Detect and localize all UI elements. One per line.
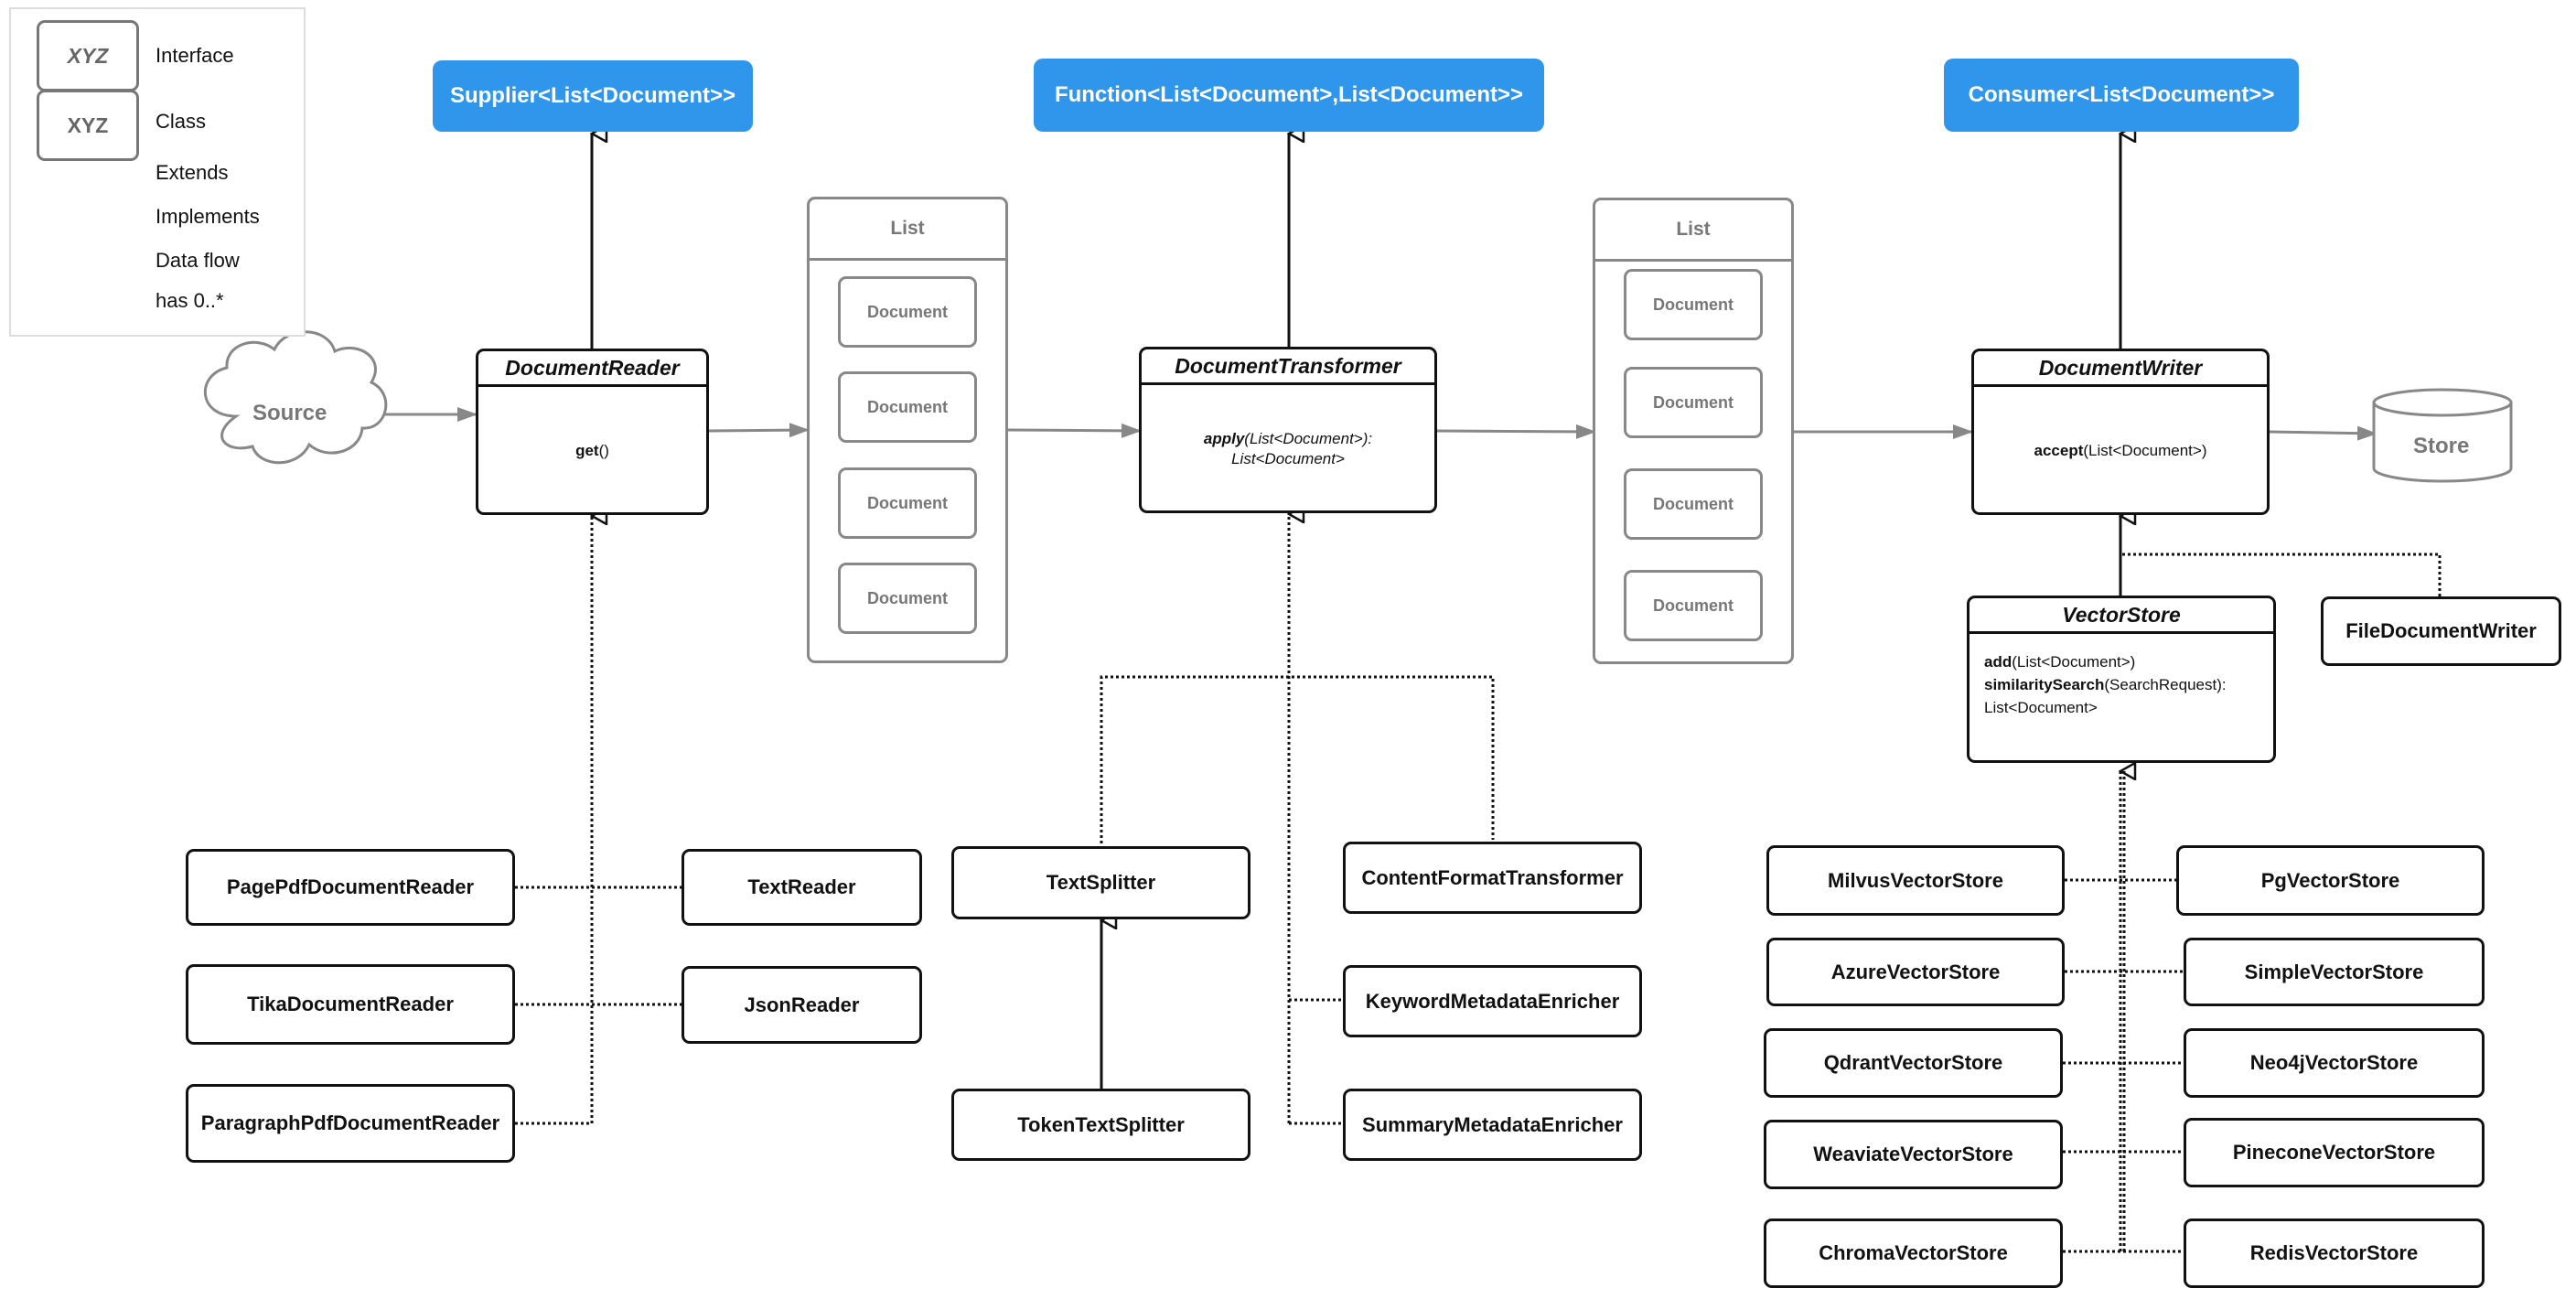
document-writer: DocumentWriter accept(List<Document>) xyxy=(1971,349,2270,515)
text-splitter: TextSplitter xyxy=(951,846,1250,919)
list-2-header: List xyxy=(1595,200,1791,262)
source-cloud xyxy=(204,330,388,465)
legend-has-label: has 0..* xyxy=(156,289,224,312)
legend-dataflow-label: Data flow xyxy=(156,249,240,272)
legend-implements-label: Implements xyxy=(156,205,260,228)
document-reader-methods: get() xyxy=(478,387,706,512)
legend-class-label: Class xyxy=(156,110,207,133)
milvus-vector-store: MilvusVectorStore xyxy=(1766,845,2065,916)
pinecone-vector-store: PineconeVectorStore xyxy=(2184,1118,2485,1187)
keyword-metadata-enricher: KeywordMetadataEnricher xyxy=(1343,965,1642,1037)
reader-method-get: get xyxy=(575,442,599,459)
summary-metadata-enricher: SummaryMetadataEnricher xyxy=(1343,1089,1642,1161)
consumer-interface: Consumer<List<Document>> xyxy=(1944,59,2299,132)
flow-list1-transformer xyxy=(1007,423,1142,438)
azure-vector-store: AzureVectorStore xyxy=(1766,938,2065,1006)
document-writer-methods: accept(List<Document>) xyxy=(1974,387,2267,512)
document-transformer: DocumentTransformer apply(List<Document>… xyxy=(1139,347,1437,513)
store-cylinder xyxy=(2372,388,2513,483)
page-pdf-document-reader: PagePdfDocumentReader xyxy=(186,849,515,926)
list-2-doc-3: Document xyxy=(1624,468,1763,540)
document-transformer-methods: apply(List<Document>): List<Document> xyxy=(1142,385,1434,510)
transformer-method-apply: apply xyxy=(1203,430,1245,447)
file-document-writer: FileDocumentWriter xyxy=(2321,596,2561,666)
simple-vector-store: SimpleVectorStore xyxy=(2184,938,2485,1006)
document-transformer-title: DocumentTransformer xyxy=(1142,349,1434,385)
vs-method-add-params: (List<Document>) xyxy=(2012,653,2136,671)
vs-method-search-params: (SearchRequest): xyxy=(2104,676,2227,693)
source-label: Source xyxy=(252,401,327,425)
vs-method-search: similaritySearch xyxy=(1984,676,2105,693)
transformer-method-params: (List<Document>): xyxy=(1244,430,1373,447)
impl-textsplitter xyxy=(1100,675,1495,843)
redis-vector-store: RedisVectorStore xyxy=(2184,1218,2485,1288)
legend-interface-label: Interface xyxy=(156,44,234,67)
vs-method-add: add xyxy=(1984,653,2012,671)
list-1-doc-2: Document xyxy=(838,371,977,443)
vs-method-search-return: List<Document> xyxy=(1984,699,2098,716)
legend: XYZ Interface XYZ Class Extends Implemen… xyxy=(9,7,306,337)
legend-interface-box: XYZ xyxy=(37,20,139,91)
paragraph-pdf-document-reader: ParagraphPdfDocumentReader xyxy=(186,1084,515,1163)
weaviate-vector-store: WeaviateVectorStore xyxy=(1764,1120,2063,1189)
qdrant-vector-store: QdrantVectorStore xyxy=(1764,1028,2063,1098)
list-2-doc-4: Document xyxy=(1624,570,1763,641)
neo4j-vector-store: Neo4jVectorStore xyxy=(2184,1028,2485,1098)
text-reader: TextReader xyxy=(682,849,922,926)
document-writer-title: DocumentWriter xyxy=(1974,351,2267,387)
legend-class-box: XYZ xyxy=(37,90,139,161)
legend-extends-label: Extends xyxy=(156,161,229,184)
document-reader-title: DocumentReader xyxy=(478,351,706,387)
impl-filewriter xyxy=(2120,553,2442,596)
tika-document-reader: TikaDocumentReader xyxy=(186,964,515,1045)
list-1-header: List xyxy=(810,199,1005,261)
transformer-method-return: List<Document> xyxy=(1231,450,1345,467)
vector-store-methods: add(List<Document>) similaritySearch(Sea… xyxy=(1970,634,2273,735)
vector-store-title: VectorStore xyxy=(1970,598,2273,634)
json-reader: JsonReader xyxy=(682,966,922,1044)
reader-method-params: () xyxy=(598,442,609,459)
pg-vector-store: PgVectorStore xyxy=(2176,845,2485,916)
function-interface: Function<List<Document>,List<Document>> xyxy=(1034,59,1544,132)
flow-transformer-list2 xyxy=(1436,424,1596,439)
writer-method-accept: accept xyxy=(2034,442,2084,459)
list-2-doc-2: Document xyxy=(1624,367,1763,438)
list-1-doc-4: Document xyxy=(838,563,977,634)
writer-method-params: (List<Document>) xyxy=(2083,442,2207,459)
flow-reader-list1 xyxy=(708,423,810,438)
list-2-doc-1: Document xyxy=(1624,269,1763,340)
flow-writer-store xyxy=(2269,425,2377,441)
store-label: Store xyxy=(2413,434,2470,458)
supplier-interface: Supplier<List<Document>> xyxy=(433,60,753,132)
list-1-doc-1: Document xyxy=(838,276,977,348)
chroma-vector-store: ChromaVectorStore xyxy=(1764,1218,2063,1288)
document-reader: DocumentReader get() xyxy=(476,349,709,515)
content-format-transformer: ContentFormatTransformer xyxy=(1343,842,1642,914)
token-text-splitter: TokenTextSplitter xyxy=(951,1089,1250,1161)
list-1-doc-3: Document xyxy=(838,467,977,539)
vector-store: VectorStore add(List<Document>) similari… xyxy=(1967,596,2276,763)
